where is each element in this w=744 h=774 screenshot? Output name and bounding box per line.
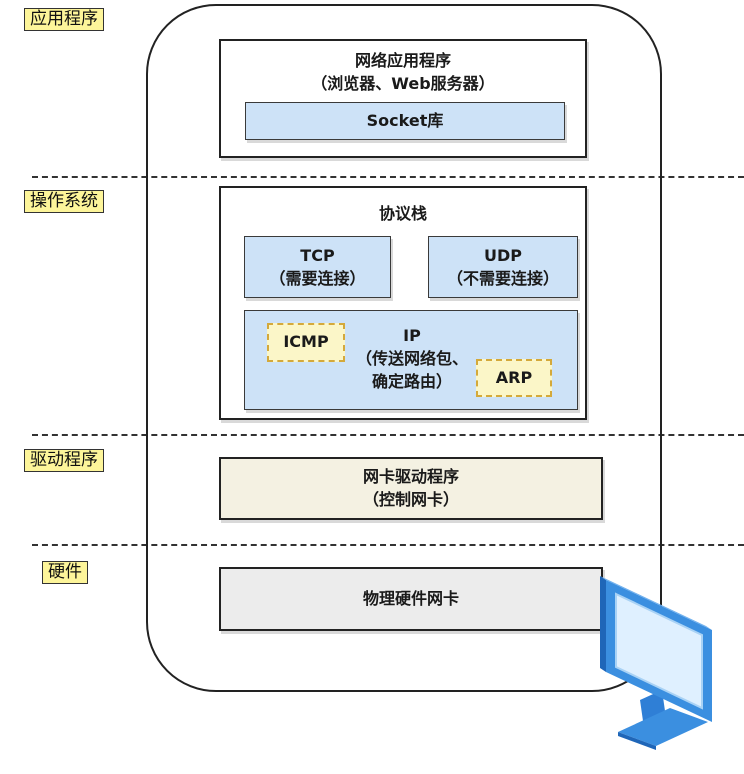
udp-line2: （不需要连接） (446, 269, 559, 288)
app-title-line2: （浏览器、Web服务器） (311, 74, 495, 93)
ip-line2: （传送网络包、 (355, 349, 468, 368)
app-title-line1: 网络应用程序 (354, 51, 451, 70)
arp-label: ARP (495, 368, 533, 387)
driver-box (219, 457, 603, 520)
socket-box (245, 102, 565, 140)
tcp-line2: （需要连接） (269, 269, 366, 288)
layer-tag-application: 应用程序 (24, 8, 104, 31)
divider-os-driver (32, 434, 744, 436)
ip-line3: 确定路由） (371, 372, 452, 391)
icmp-box (267, 323, 345, 362)
arp-box (476, 359, 552, 397)
divider-driver-hardware (32, 544, 744, 546)
computer-frame (146, 4, 662, 692)
tcp-box (244, 236, 391, 298)
driver-line1: 网卡驱动程序 (362, 467, 459, 486)
hardware-label: 物理硬件网卡 (362, 589, 459, 608)
monitor-icon (600, 576, 712, 750)
layer-tag-hardware: 硬件 (42, 561, 88, 584)
driver-line2: （控制网卡） (362, 490, 459, 509)
udp-box (428, 236, 578, 298)
tcp-line1: TCP (300, 246, 335, 265)
ip-line1: IP (403, 326, 421, 345)
stack-title: 协议栈 (378, 204, 427, 223)
divider-app-os (32, 176, 744, 178)
layer-tag-driver: 驱动程序 (24, 449, 104, 472)
udp-line1: UDP (484, 246, 522, 265)
icmp-label: ICMP (283, 332, 329, 351)
socket-label: Socket库 (366, 111, 444, 130)
layer-tag-os: 操作系统 (24, 190, 104, 213)
